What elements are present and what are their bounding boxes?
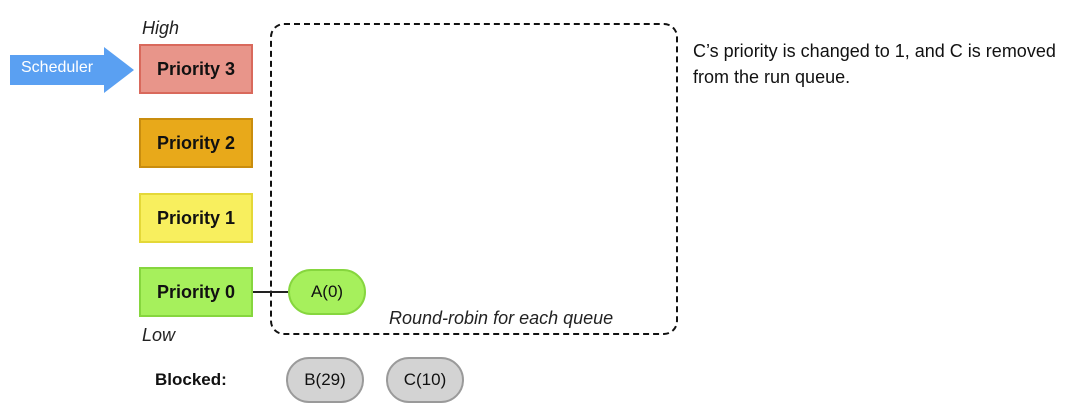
job-c-label: C(10)	[403, 370, 447, 389]
run-queue-region	[270, 23, 678, 335]
round-robin-label: Round-robin for each queue	[389, 308, 614, 328]
job-a-label: A(0)	[310, 282, 344, 301]
explanation-note: C’s priority is changed to 1, and C is r…	[693, 41, 1056, 87]
priority-3-label: Priority 3	[156, 58, 236, 79]
priority-1-label: Priority 1	[156, 207, 236, 228]
priority-0-queue: Priority 0	[139, 267, 253, 317]
priority-1-queue: Priority 1	[139, 193, 253, 243]
job-b-label: B(29)	[304, 370, 346, 389]
low-label: Low	[142, 325, 176, 345]
priority-0-label: Priority 0	[156, 281, 236, 302]
blocked-label: Blocked:	[155, 370, 227, 389]
queue-connector-line	[253, 291, 289, 293]
priority-2-queue: Priority 2	[139, 118, 253, 168]
scheduler-arrow-icon	[10, 47, 134, 93]
priority-3-queue: Priority 3	[139, 44, 253, 94]
job-b-blocked: B(29)	[286, 357, 364, 403]
job-a: A(0)	[288, 269, 366, 315]
priority-2-label: Priority 2	[156, 132, 236, 153]
scheduler-pointer: Scheduler	[10, 47, 134, 93]
high-label: High	[142, 18, 180, 38]
job-c-blocked: C(10)	[386, 357, 464, 403]
